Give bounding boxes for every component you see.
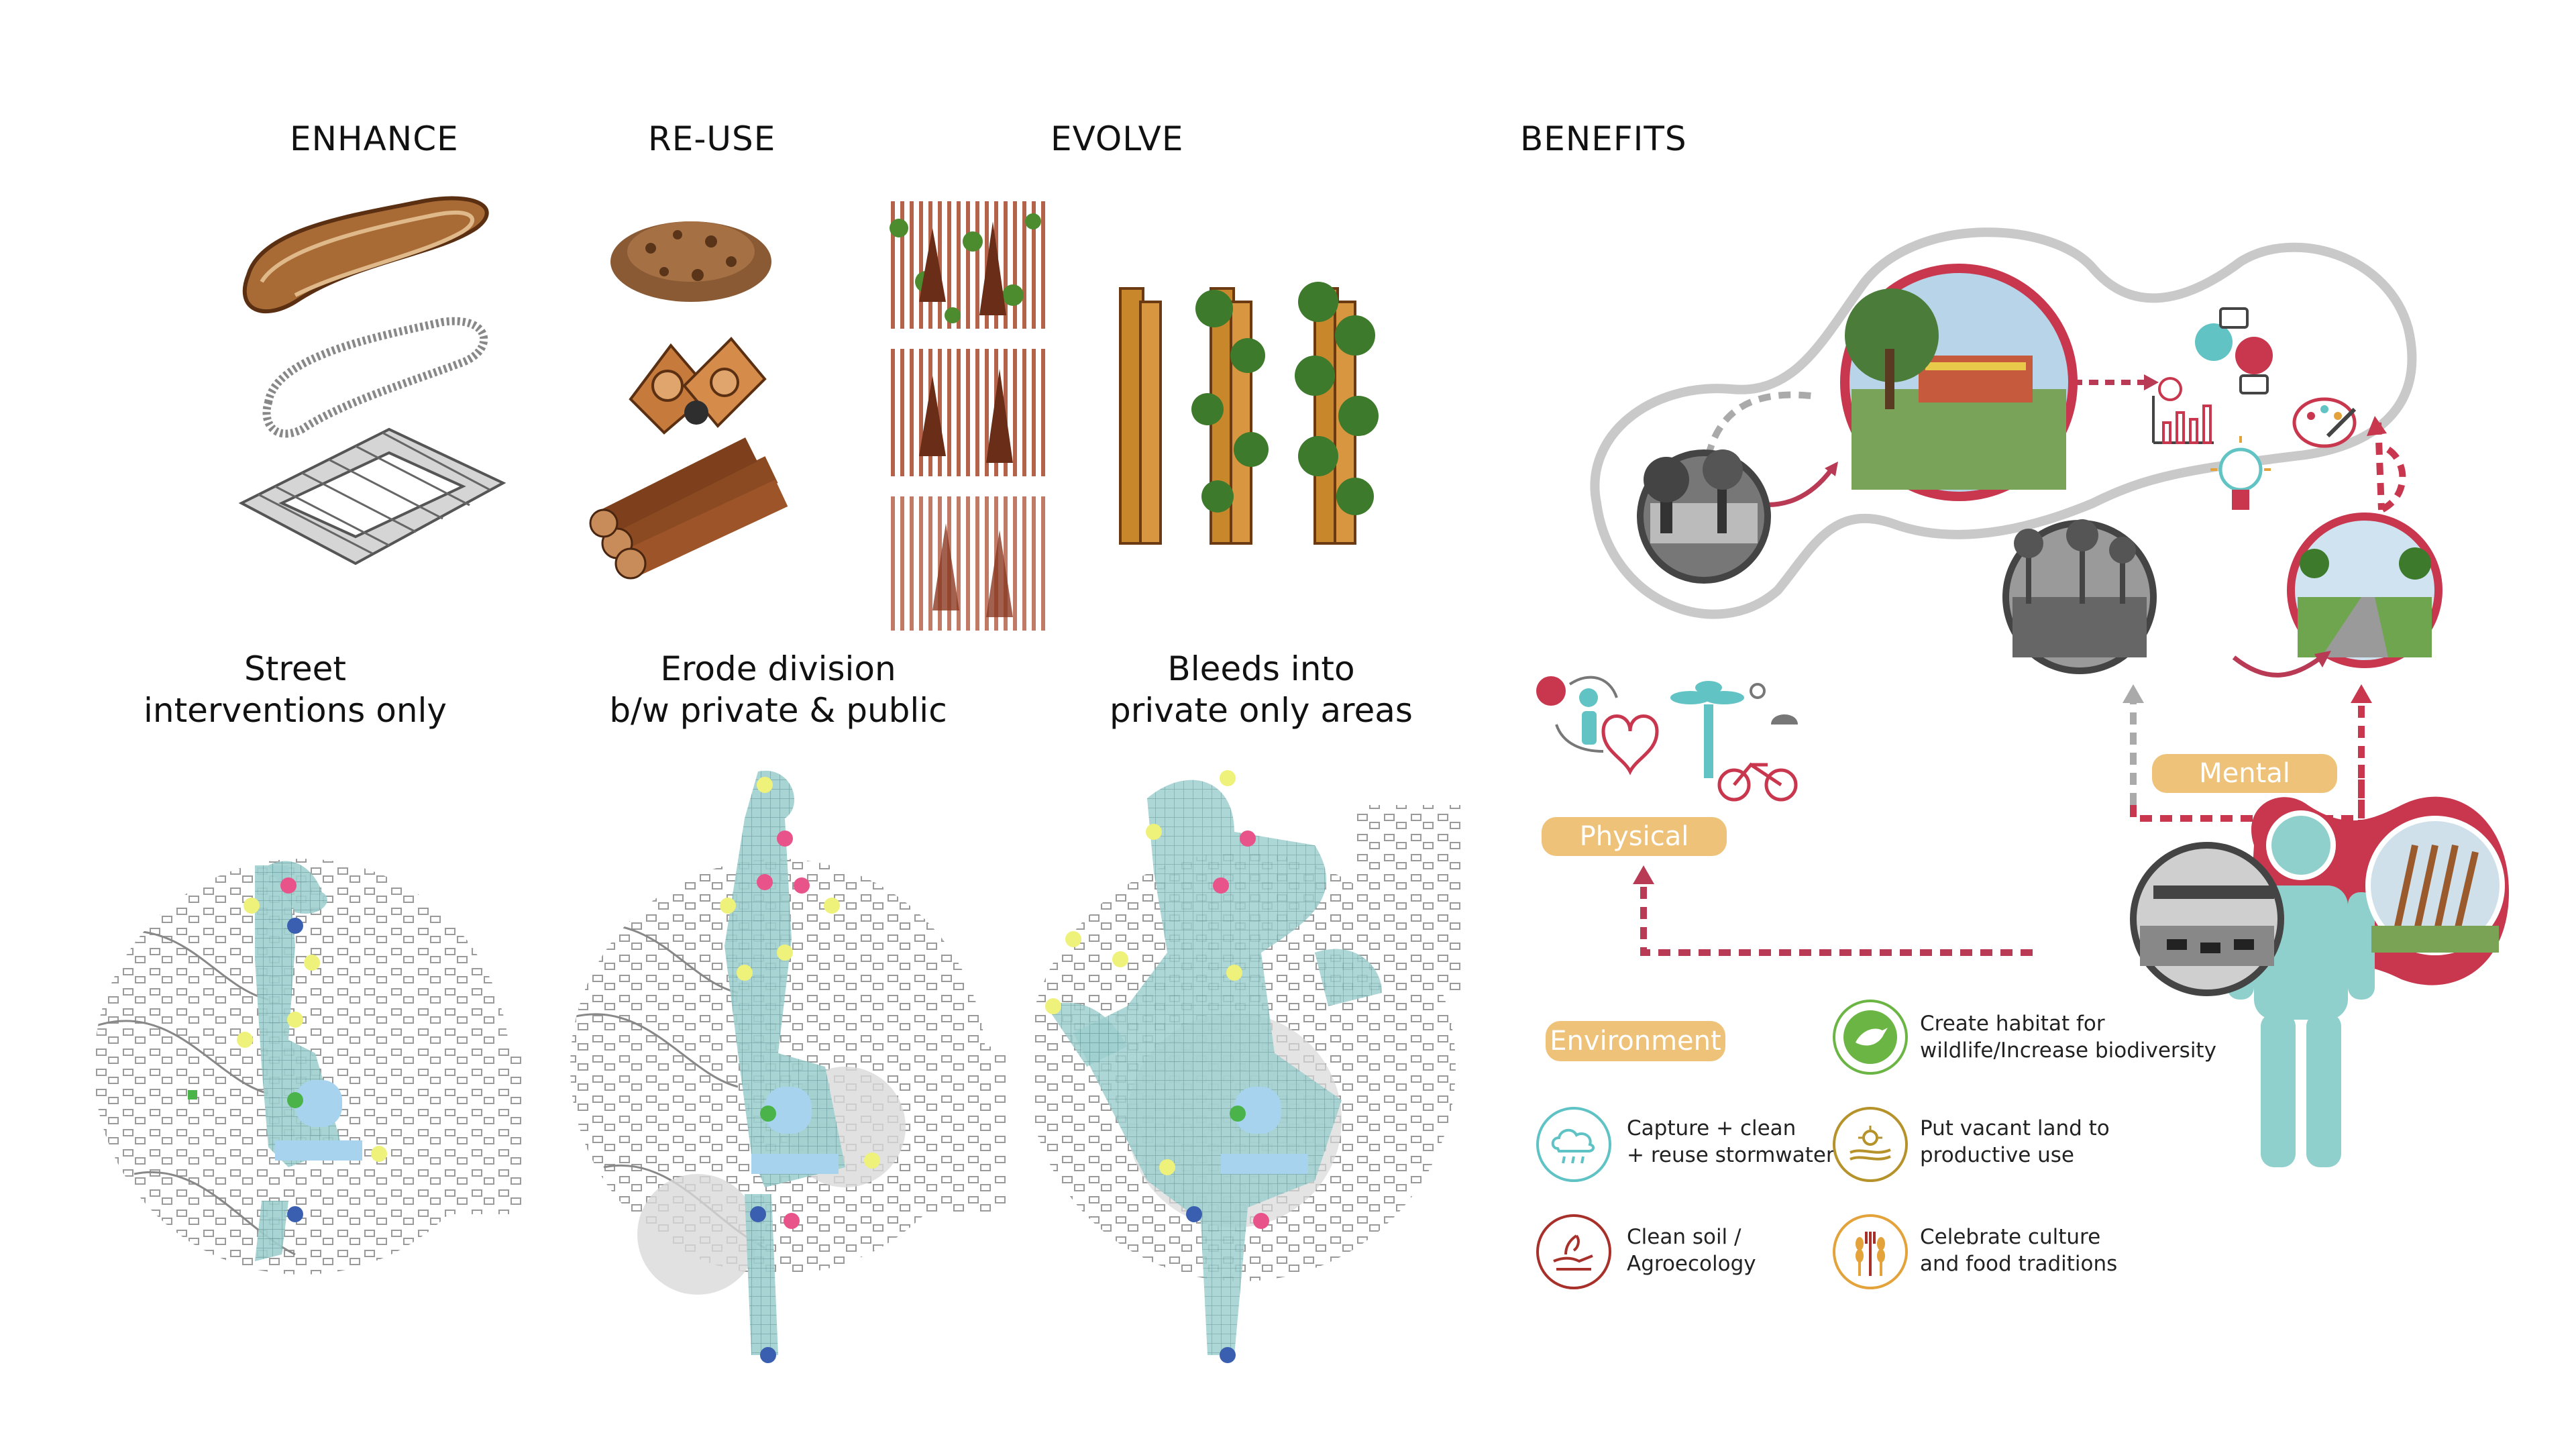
benefit-culture-line2: and food traditions <box>1920 1252 2118 1276</box>
map-street-interventions <box>94 859 523 1275</box>
subtitle-erode: Erode division b/w private & public <box>604 648 953 731</box>
benefit-vacant-land-line1: Put vacant land to <box>1920 1116 2110 1140</box>
subtitle-erode-line2: b/w private & public <box>609 691 947 730</box>
header-reuse: RE-USE <box>648 119 776 158</box>
photo-before-bw <box>1637 449 1771 584</box>
header-enhance: ENHANCE <box>290 119 459 158</box>
photo-shelter-colour <box>2365 816 2505 955</box>
benefits-diagram <box>1536 227 2509 1167</box>
photo-after-colour <box>1840 264 2078 501</box>
benefit-stormwater-text: Capture + clean + reuse stormwater <box>1627 1115 1835 1169</box>
benefit-habitat-line2: wildlife/Increase biodiversity <box>1920 1038 2216 1063</box>
cloud-rain-icon <box>1536 1107 1611 1182</box>
firewood-illustration <box>629 337 767 435</box>
mulch-illustration <box>610 221 771 302</box>
physical-pill: Physical <box>1542 817 1727 856</box>
subtitle-erode-line1: Erode division <box>660 649 896 688</box>
subtitle-street: Street interventions only <box>121 648 470 731</box>
photo-parking-bw <box>2130 842 2284 996</box>
benefit-culture-text: Celebrate culture and food traditions <box>1920 1224 2117 1277</box>
map-bleeds-private <box>1033 770 1462 1363</box>
sun-land-icon <box>1833 1107 1908 1182</box>
subtitle-bleeds: Bleeds into private only areas <box>1087 648 1436 731</box>
map-erode-division <box>570 770 1006 1363</box>
subtitle-street-line2: interventions only <box>143 691 447 730</box>
benefit-culture-line1: Celebrate culture <box>1920 1225 2101 1249</box>
physical-health-icons <box>1536 676 1798 802</box>
header-benefits: BENEFITS <box>1520 119 1687 158</box>
wheat-fork-icon <box>1833 1214 1908 1289</box>
benefit-stormwater-line1: Capture + clean <box>1627 1116 1796 1140</box>
soil-hand-icon <box>1536 1214 1611 1289</box>
benefit-soil-text: Clean soil / Agroecology <box>1627 1224 1756 1277</box>
subtitle-street-line1: Street <box>244 649 346 688</box>
social-benefit-icons <box>2152 307 2357 510</box>
mental-pill: Mental <box>2152 754 2337 793</box>
environment-pill: Environment <box>1546 1021 1725 1061</box>
benefit-vacant-land-line2: productive use <box>1920 1143 2074 1167</box>
bench-illustration <box>238 196 506 566</box>
tree-columns-illustration <box>1119 282 1379 545</box>
habitat-bird-icon <box>1833 1000 1908 1075</box>
benefit-stormwater-line2: + reuse stormwater <box>1627 1143 1835 1167</box>
subtitle-bleeds-line2: private only areas <box>1110 691 1413 730</box>
slat-panels-illustration <box>885 201 1046 631</box>
benefit-soil-line2: Agroecology <box>1627 1252 1756 1276</box>
benefit-vacant-land-text: Put vacant land to productive use <box>1920 1115 2110 1169</box>
subtitle-bleeds-line1: Bleeds into <box>1167 649 1355 688</box>
benefit-habitat-line1: Create habitat for <box>1920 1012 2105 1036</box>
logs-illustration <box>589 437 788 580</box>
benefit-habitat-text: Create habitat for wildlife/Increase bio… <box>1920 1010 2216 1064</box>
photo-street-bw <box>2002 519 2157 674</box>
photo-street-colour <box>2287 513 2443 668</box>
header-evolve: EVOLVE <box>1051 119 1184 158</box>
benefit-soil-line1: Clean soil / <box>1627 1225 1741 1249</box>
